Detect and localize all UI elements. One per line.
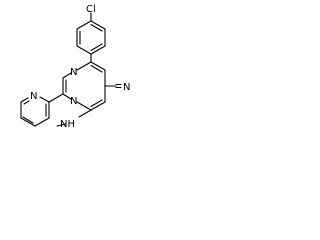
atom-labels: Cl N N N N NH — [30, 4, 130, 130]
methylamino-group — [56, 109, 92, 127]
chlorophenyl-ring — [76, 20, 106, 55]
nitrile-group — [104, 83, 122, 89]
pyrimidine-pyridine-bond — [48, 93, 64, 103]
molecule-structure-diagram: Cl N N N N NH — [20, 4, 130, 130]
chlorine-label: Cl — [86, 4, 96, 15]
pyridine-n-label: N — [30, 91, 37, 102]
amine-nh-label: NH — [60, 119, 75, 130]
pyrimidine-n1-label: N — [70, 67, 77, 78]
pyridine-ring — [20, 96, 50, 127]
pyrimidine-n3-label: N — [70, 96, 77, 107]
bonds — [20, 12, 122, 127]
nitrile-n-label: N — [123, 82, 130, 93]
